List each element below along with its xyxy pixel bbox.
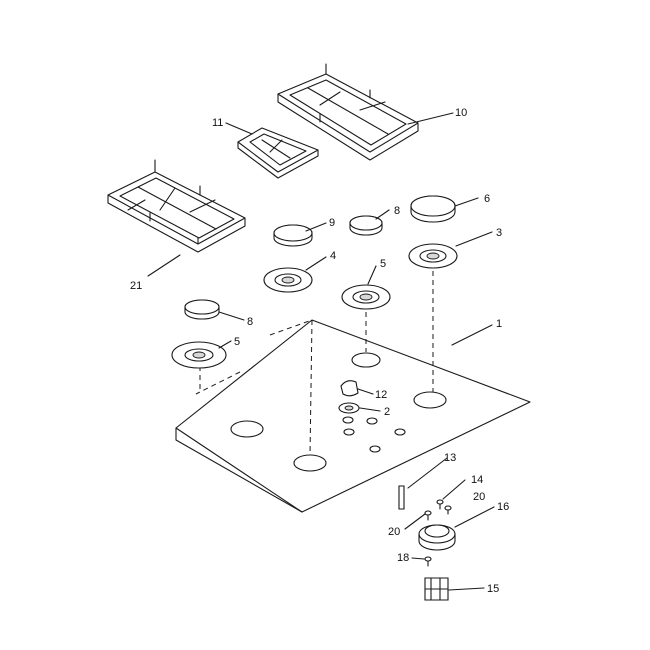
burner-cap-9: [273, 224, 313, 247]
burner-cap-6: [410, 195, 456, 223]
callout-20-right: 20: [473, 491, 485, 503]
burner-cap-8-top: [349, 215, 383, 236]
alignment-lines: [195, 262, 434, 456]
burner-base-3: [408, 243, 458, 269]
igniter-15: [424, 577, 449, 601]
grate-center: [237, 127, 319, 179]
knob-hole: [394, 428, 406, 436]
callout-21: 21: [130, 280, 142, 292]
callout-3: 3: [496, 227, 502, 239]
knob-hole: [366, 417, 378, 425]
callout-2: 2: [384, 406, 390, 418]
callout-5-center: 5: [380, 258, 386, 270]
valve-16: [418, 524, 456, 551]
callout-16: 16: [497, 501, 509, 513]
grate-right: [277, 63, 419, 161]
callout-15: 15: [487, 583, 499, 595]
callout-6: 6: [484, 193, 490, 205]
screw-14: [436, 499, 444, 510]
cooktop-panel: [175, 319, 531, 513]
callout-12: 12: [375, 389, 387, 401]
callout-8-left: 8: [247, 316, 253, 328]
callout-8-top: 8: [394, 205, 400, 217]
screw-20-right: [444, 505, 452, 515]
burner-hole: [293, 454, 327, 472]
burner-hole: [230, 420, 264, 438]
knob-hole: [342, 416, 354, 424]
callout-11: 11: [212, 117, 223, 129]
knob-hole: [369, 445, 381, 453]
callout-9: 9: [329, 217, 335, 229]
callout-13: 13: [444, 452, 456, 464]
callout-labels: 11 10 21 9 8 6 3 4 5 8 5 1 12 2 13 14 20…: [130, 107, 509, 595]
bezel-2: [338, 402, 360, 414]
callout-4: 4: [330, 250, 336, 262]
burner-base-5-left: [171, 341, 227, 369]
callout-18: 18: [397, 552, 409, 564]
burner-base-5-center: [341, 284, 391, 310]
screw-20-left: [424, 510, 432, 521]
burner-hole: [351, 352, 381, 368]
electrode-13: [398, 485, 405, 510]
grate-left: [107, 159, 246, 253]
knob-12: [340, 380, 359, 397]
burner-cap-8-left: [184, 299, 220, 320]
callout-5-left: 5: [234, 336, 240, 348]
callout-14: 14: [471, 474, 483, 486]
screw-18: [424, 556, 432, 567]
callout-10: 10: [455, 107, 467, 119]
knob-hole: [343, 428, 355, 436]
burner-base-4: [263, 267, 313, 293]
callout-1: 1: [496, 318, 502, 330]
burner-hole: [413, 391, 447, 409]
leader-lines: [147, 112, 495, 591]
callout-20-left: 20: [388, 526, 400, 538]
